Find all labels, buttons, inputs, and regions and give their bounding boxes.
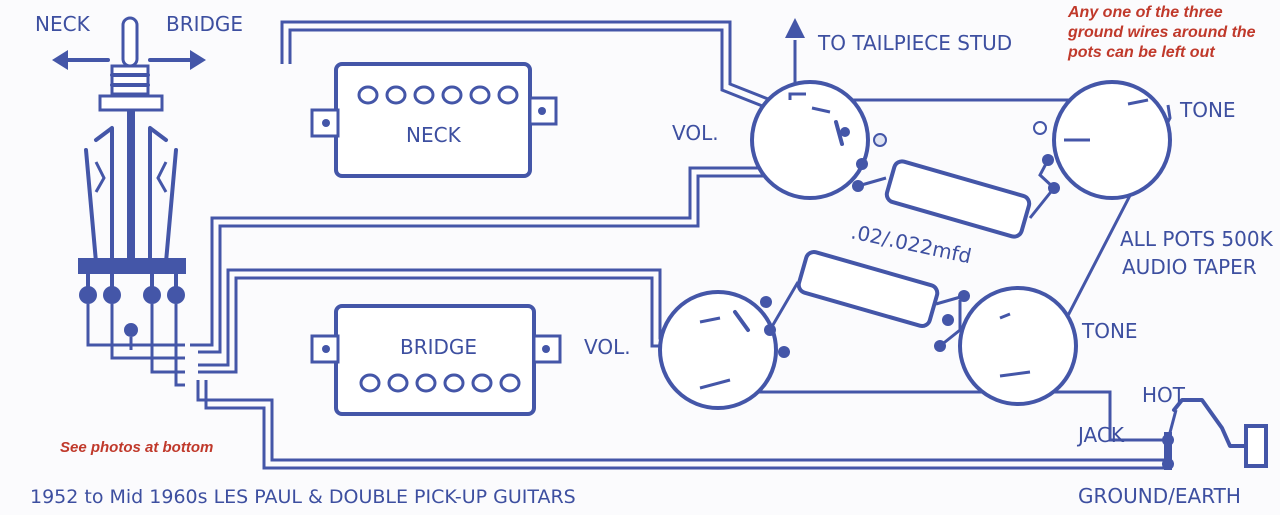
switch-bridge-label: BRIDGE xyxy=(166,12,243,36)
neck-pickup-label: NECK xyxy=(406,123,462,147)
switch-collar xyxy=(98,94,164,112)
switch-left-arrow-icon xyxy=(52,50,110,70)
switch-neck-label: NECK xyxy=(35,12,91,36)
bridge-tone-capacitor xyxy=(768,249,965,331)
neck-volume-label: VOL. xyxy=(672,121,719,145)
tailpiece-label: TO TAILPIECE STUD xyxy=(817,31,1012,55)
switch-nut xyxy=(110,64,150,96)
photos-note: See photos at bottom xyxy=(60,439,213,456)
toggle-switch: NECK BRIDGE xyxy=(35,12,243,387)
neck-tone-pot xyxy=(1033,80,1172,200)
bridge-pickup-label: BRIDGE xyxy=(400,335,477,359)
pots-spec-line-1: ALL POTS 500K xyxy=(1120,227,1274,251)
bridge-pickup: BRIDGE xyxy=(310,304,562,416)
neck-pole-pieces xyxy=(357,85,519,105)
bridge-pole-pieces xyxy=(359,373,521,393)
jack-ground-label: GROUND/EARTH xyxy=(1078,484,1241,508)
capacitor-label: .02/.022mfd xyxy=(849,219,974,268)
ground-note-line-3: pots can be left out xyxy=(1067,44,1215,61)
bridge-volume-label: VOL. xyxy=(584,335,631,359)
tailpiece-arrow-icon xyxy=(785,18,805,38)
pots-spec-line-2: AUDIO TAPER xyxy=(1122,255,1257,279)
neck-tone-label: TONE xyxy=(1179,98,1236,122)
switch-right-arrow-icon xyxy=(148,50,206,70)
jack-label: JACK xyxy=(1076,423,1125,447)
ground-note-line-1: Any one of the three xyxy=(1067,4,1223,21)
switch-lever xyxy=(121,16,139,68)
neck-volume-pot xyxy=(750,80,887,200)
output-jack xyxy=(1162,398,1268,470)
ground-note-line-2: ground wires around the xyxy=(1067,24,1256,41)
bridge-tone-pot xyxy=(934,286,1078,406)
diagram-caption: 1952 to Mid 1960s LES PAUL & DOUBLE PICK… xyxy=(30,486,576,508)
bridge-tone-label: TONE xyxy=(1081,319,1138,343)
switch-base xyxy=(78,258,186,274)
neck-tone-capacitor xyxy=(857,159,1056,239)
switch-lugs xyxy=(79,272,185,337)
bridge-volume-pot xyxy=(658,290,790,410)
jack-hot-label: HOT xyxy=(1142,383,1186,407)
neck-pickup: NECK xyxy=(310,62,558,178)
